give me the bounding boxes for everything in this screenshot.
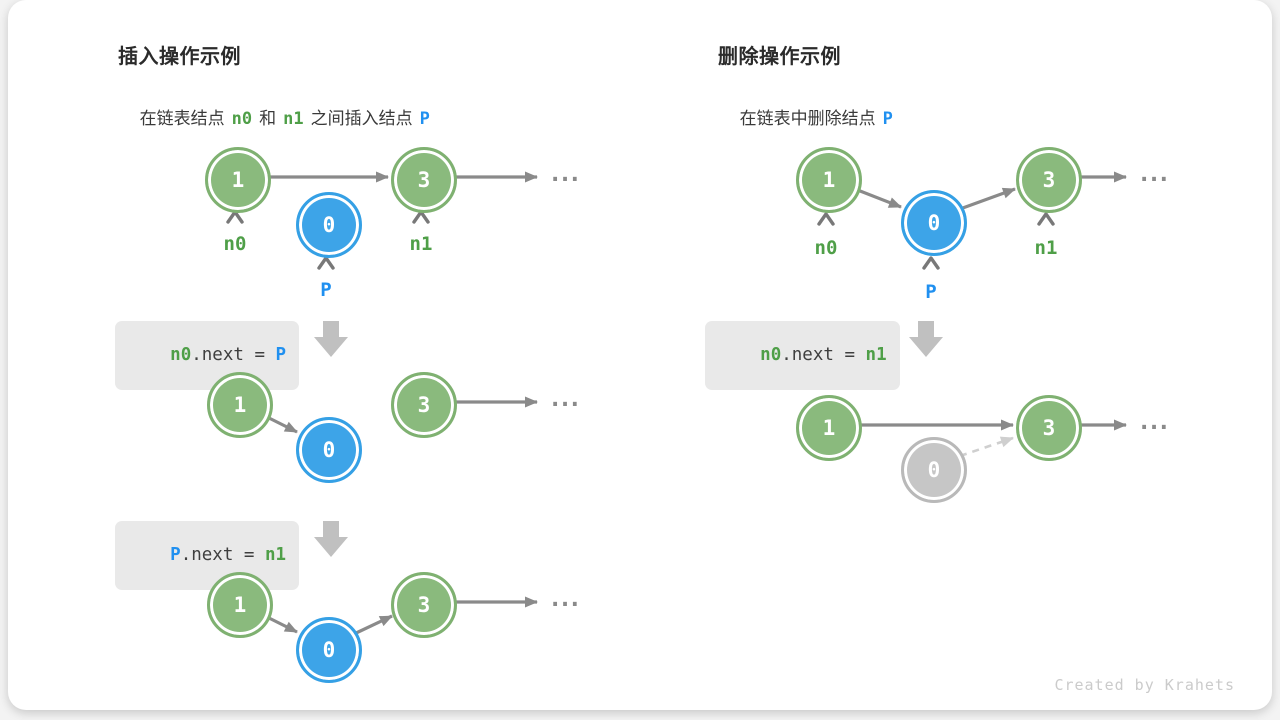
node-n0-value-1: 1: [796, 395, 862, 461]
ellipsis-icon: ...: [1137, 160, 1170, 187]
insert-section-title: 插入操作示例: [118, 44, 241, 68]
node-p-value-0: 0: [296, 192, 362, 258]
node-value: 3: [1042, 168, 1056, 192]
node-n1-value-3: 3: [391, 572, 457, 638]
insert-section-subtitle: 在链表结点 n0 和 n1 之间插入结点 P: [118, 84, 437, 149]
code-text: .next =: [781, 345, 866, 365]
subtitle-token-n0: n0: [231, 109, 253, 129]
footer-credit: Created by Krahets: [1054, 676, 1235, 694]
code-token-n1: n1: [265, 545, 287, 565]
delete-section-title: 删除操作示例: [718, 44, 841, 68]
pointer-label-p: P: [320, 279, 332, 301]
code-box-delete-step1: n0.next = n1: [705, 321, 900, 390]
node-value: 0: [322, 638, 336, 662]
node-p-removed-value-0: 0: [901, 437, 967, 503]
subtitle-text: 之间插入结点: [310, 109, 413, 129]
subtitle-text: 在链表中删除结点: [739, 109, 876, 129]
node-n0-value-1: 1: [796, 147, 862, 213]
code-box-insert-step1: n0.next = P: [115, 321, 300, 390]
pointer-label-n0: n0: [814, 237, 838, 259]
node-value: 0: [927, 458, 941, 482]
pointer-label-n1: n1: [1034, 237, 1058, 259]
node-value: 3: [417, 593, 431, 617]
node-value: 1: [822, 416, 836, 440]
code-token-n0: n0: [760, 345, 782, 365]
node-n0-value-1: 1: [205, 147, 271, 213]
node-value: 1: [231, 168, 245, 192]
subtitle-token-p: P: [882, 109, 893, 129]
node-n1-value-3: 3: [1016, 395, 1082, 461]
node-value: 3: [417, 393, 431, 417]
node-n0-value-1: 1: [207, 572, 273, 638]
node-value: 0: [322, 213, 336, 237]
node-value: 1: [233, 593, 247, 617]
node-n1-value-3: 3: [1016, 147, 1082, 213]
ellipsis-icon: ...: [548, 160, 581, 187]
ellipsis-icon: ...: [548, 585, 581, 612]
ellipsis-icon: ...: [548, 385, 581, 412]
code-box-insert-step2: P.next = n1: [115, 521, 300, 590]
node-value: 3: [1042, 416, 1056, 440]
subtitle-text: 在链表结点: [139, 109, 225, 129]
pointer-label-p: P: [925, 281, 937, 303]
code-text: .next =: [191, 345, 276, 365]
node-value: 1: [233, 393, 247, 417]
node-p-value-0: 0: [296, 417, 362, 483]
subtitle-token-p: P: [419, 109, 430, 129]
subtitle-text: 和: [259, 109, 277, 129]
ellipsis-icon: ...: [1137, 408, 1170, 435]
node-n1-value-3: 3: [391, 372, 457, 438]
node-value: 3: [417, 168, 431, 192]
node-value: 0: [927, 211, 941, 235]
pointer-label-n0: n0: [223, 233, 247, 255]
node-n1-value-3: 3: [391, 147, 457, 213]
code-token-n1: n1: [865, 345, 887, 365]
code-token-p: P: [275, 345, 287, 365]
code-text: .next =: [180, 545, 265, 565]
delete-section-subtitle: 在链表中删除结点 P: [718, 84, 900, 149]
node-p-value-0: 0: [296, 617, 362, 683]
pointer-label-n1: n1: [409, 233, 433, 255]
code-token-n0: n0: [170, 345, 192, 365]
node-value: 0: [322, 438, 336, 462]
node-value: 1: [822, 168, 836, 192]
node-p-value-0: 0: [901, 190, 967, 256]
subtitle-token-n1: n1: [283, 109, 304, 129]
code-token-p: P: [170, 545, 181, 565]
node-n0-value-1: 1: [207, 372, 273, 438]
